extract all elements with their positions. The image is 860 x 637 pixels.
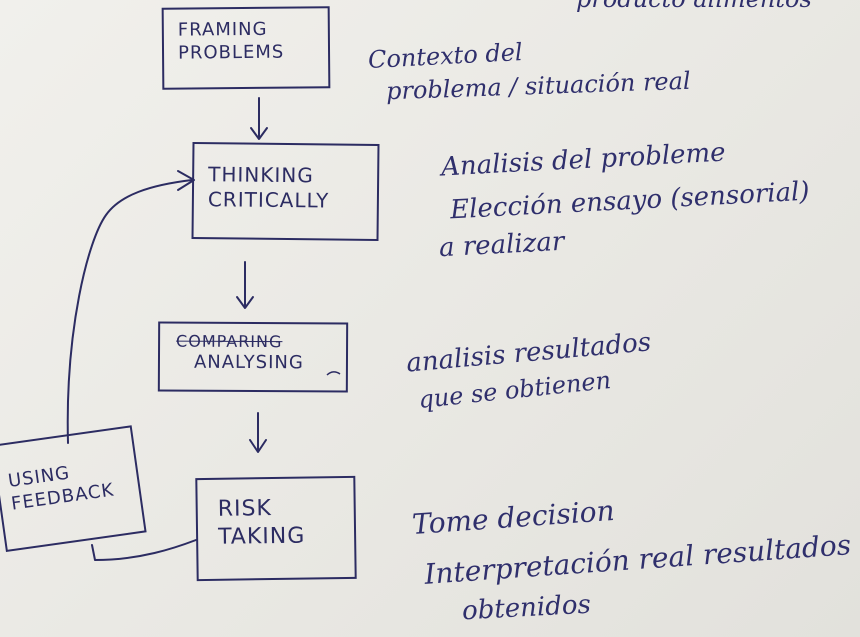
thinking-line1: THINKING [208, 162, 314, 188]
thinking-line2: CRITICALLY [207, 187, 330, 213]
box-analysing: COMPARING ANALYSING [157, 321, 349, 393]
arrow-risk-to-feedback [91, 539, 197, 561]
risk-line1: RISK [217, 496, 273, 522]
note-thinking-3: a realizar [438, 226, 566, 264]
note-top-partial: producto alimentos [576, 0, 812, 11]
risk-line2: TAKING [217, 523, 306, 550]
analysing-line2: ANALYSING [193, 351, 304, 374]
note-risk-3: obtenidos [461, 589, 592, 627]
arrow-feedback-to-thinking [66, 179, 193, 444]
framing-line2: PROBLEMS [177, 41, 285, 64]
analysing-struck-word: COMPARING [176, 331, 283, 352]
box-risk-taking: RISK TAKING [195, 475, 357, 582]
box-thinking-critically: THINKING CRITICALLY [191, 142, 380, 241]
box-framing-problems: FRAMING PROBLEMS [161, 6, 331, 90]
box-using-feedback: USING FEEDBACK [0, 425, 147, 552]
framing-line1: FRAMING [177, 18, 268, 41]
